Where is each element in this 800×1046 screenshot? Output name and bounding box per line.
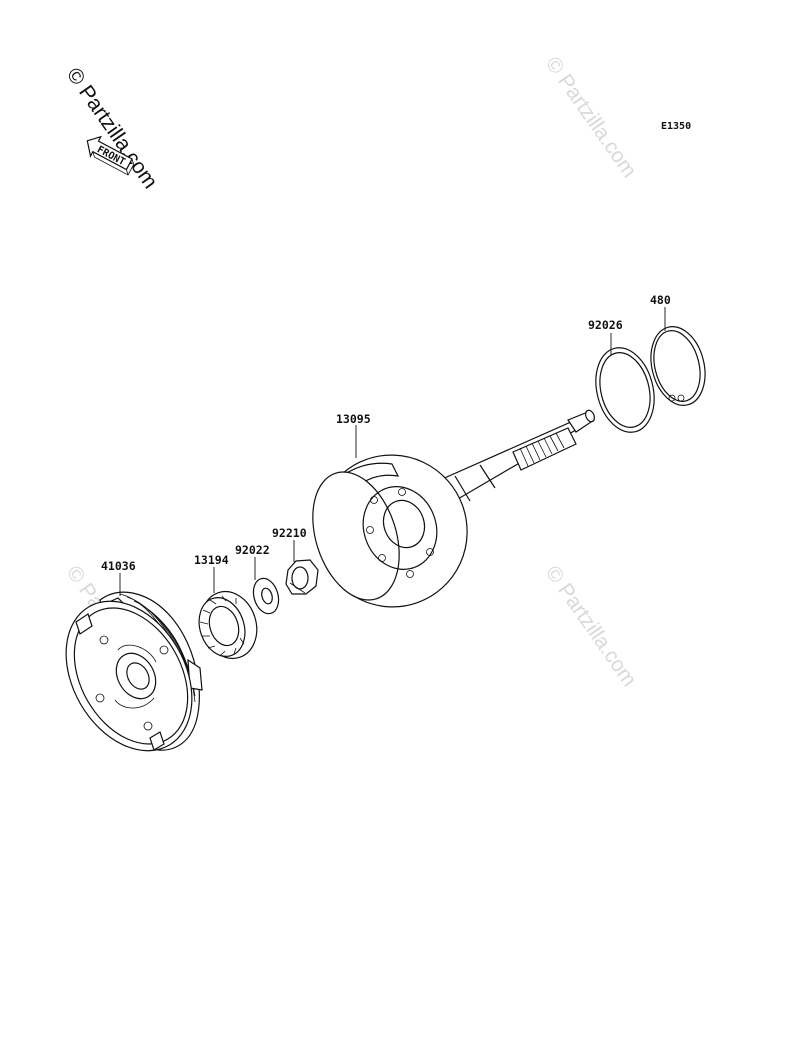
watermark-top-left: © Partzilla.com [62, 64, 162, 193]
watermark-top-right: © Partzilla.com [541, 53, 641, 182]
part-92210-nut [285, 559, 319, 595]
part-label-480: 480 [650, 293, 671, 307]
part-13194-one-way-clutch [198, 591, 258, 659]
part-92022-washer [252, 577, 280, 615]
part-label-13095: 13095 [336, 412, 371, 426]
part-label-92022: 92022 [235, 543, 270, 557]
part-41036-clutch-shoe-assembly [65, 591, 203, 752]
part-480-snap-ring [650, 326, 706, 406]
part-label-13194: 13194 [194, 553, 229, 567]
part-92026-ring [595, 347, 655, 433]
part-label-41036: 41036 [101, 559, 136, 573]
part-label-92210: 92210 [272, 526, 307, 540]
watermark-mid-right: © Partzilla.com [541, 562, 641, 691]
part-label-92026: 92026 [588, 318, 623, 332]
part-13095-clutch-housing-shaft [312, 409, 595, 608]
diagram-code: E1350 [661, 121, 691, 132]
